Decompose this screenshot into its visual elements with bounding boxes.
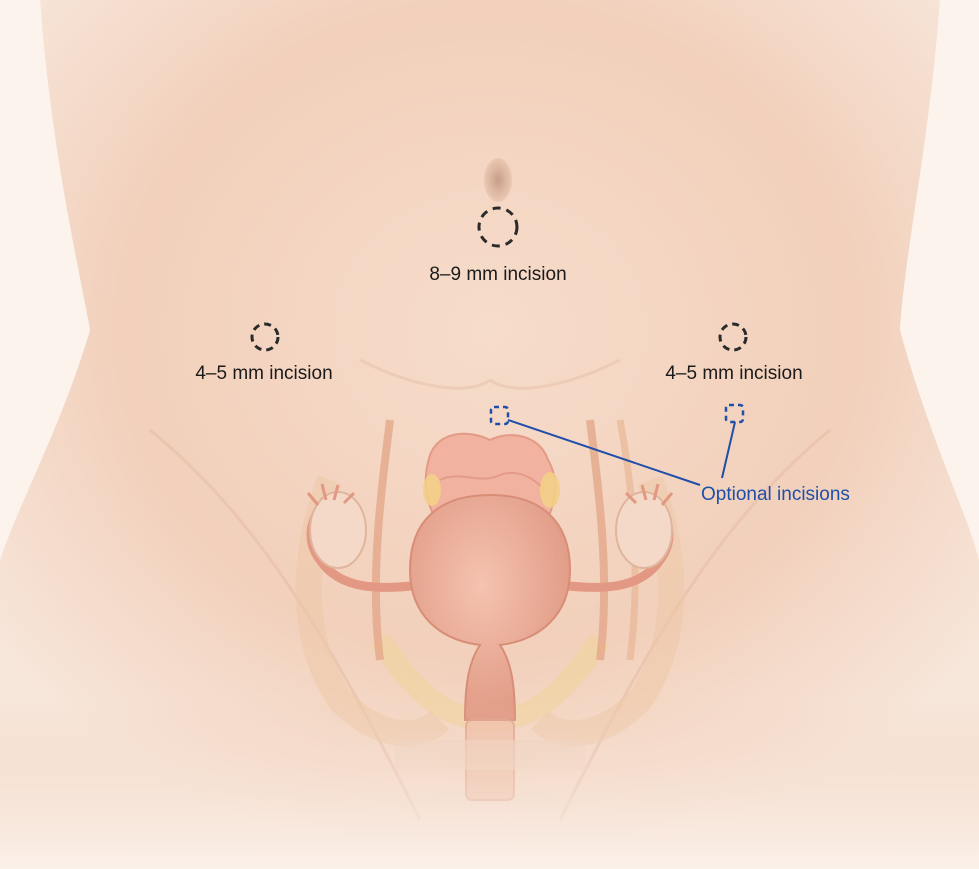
right-incision-label: 4–5 mm incision — [665, 363, 802, 384]
umbilical-incision-label: 8–9 mm incision — [429, 264, 566, 285]
left-incision-label: 4–5 mm incision — [195, 363, 332, 384]
optional-incisions-label: Optional incisions — [701, 484, 850, 505]
navel — [484, 158, 512, 202]
